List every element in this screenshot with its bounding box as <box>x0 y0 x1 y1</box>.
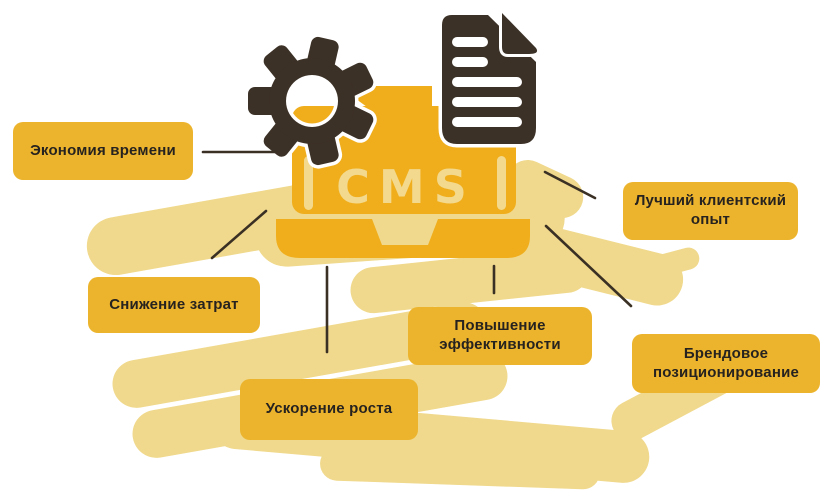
label-text: Экономия времени <box>30 141 176 159</box>
connector-line-customer-experience <box>543 170 597 200</box>
label-text: Повышение эффективности <box>439 317 561 353</box>
label-box-brand-positioning: Брендовое позиционирование <box>632 334 820 393</box>
label-box-growth-acceleration: Ускорение роста <box>240 379 418 440</box>
label-text: Снижение затрат <box>109 295 239 313</box>
label-box-efficiency-increase: Повышение эффективности <box>408 307 592 365</box>
laptop-banner-shape <box>356 86 432 112</box>
document-fold-corner <box>502 13 538 54</box>
label-text: Лучший клиентский опыт <box>634 192 787 228</box>
connector-lines <box>201 150 633 354</box>
document-icon <box>438 10 541 148</box>
label-box-time-saving: Экономия времени <box>13 122 193 180</box>
cms-label: CMS <box>336 160 476 214</box>
screen-right-slot <box>497 156 506 210</box>
document-text-lines <box>452 37 522 127</box>
label-box-cost-reduction: Снижение затрат <box>88 277 260 333</box>
label-box-best-customer-experience: Лучший клиентский опыт <box>623 182 798 240</box>
label-text: Брендовое позиционирование <box>652 344 800 381</box>
gear-body <box>248 36 374 166</box>
connector-line-cost-reduction <box>210 209 268 260</box>
screen-left-slot <box>304 156 313 210</box>
laptop-base <box>276 219 530 258</box>
connector-line-brand-positioning <box>544 224 633 308</box>
gear-icon <box>244 33 377 169</box>
label-text: Ускорение роста <box>265 400 393 418</box>
